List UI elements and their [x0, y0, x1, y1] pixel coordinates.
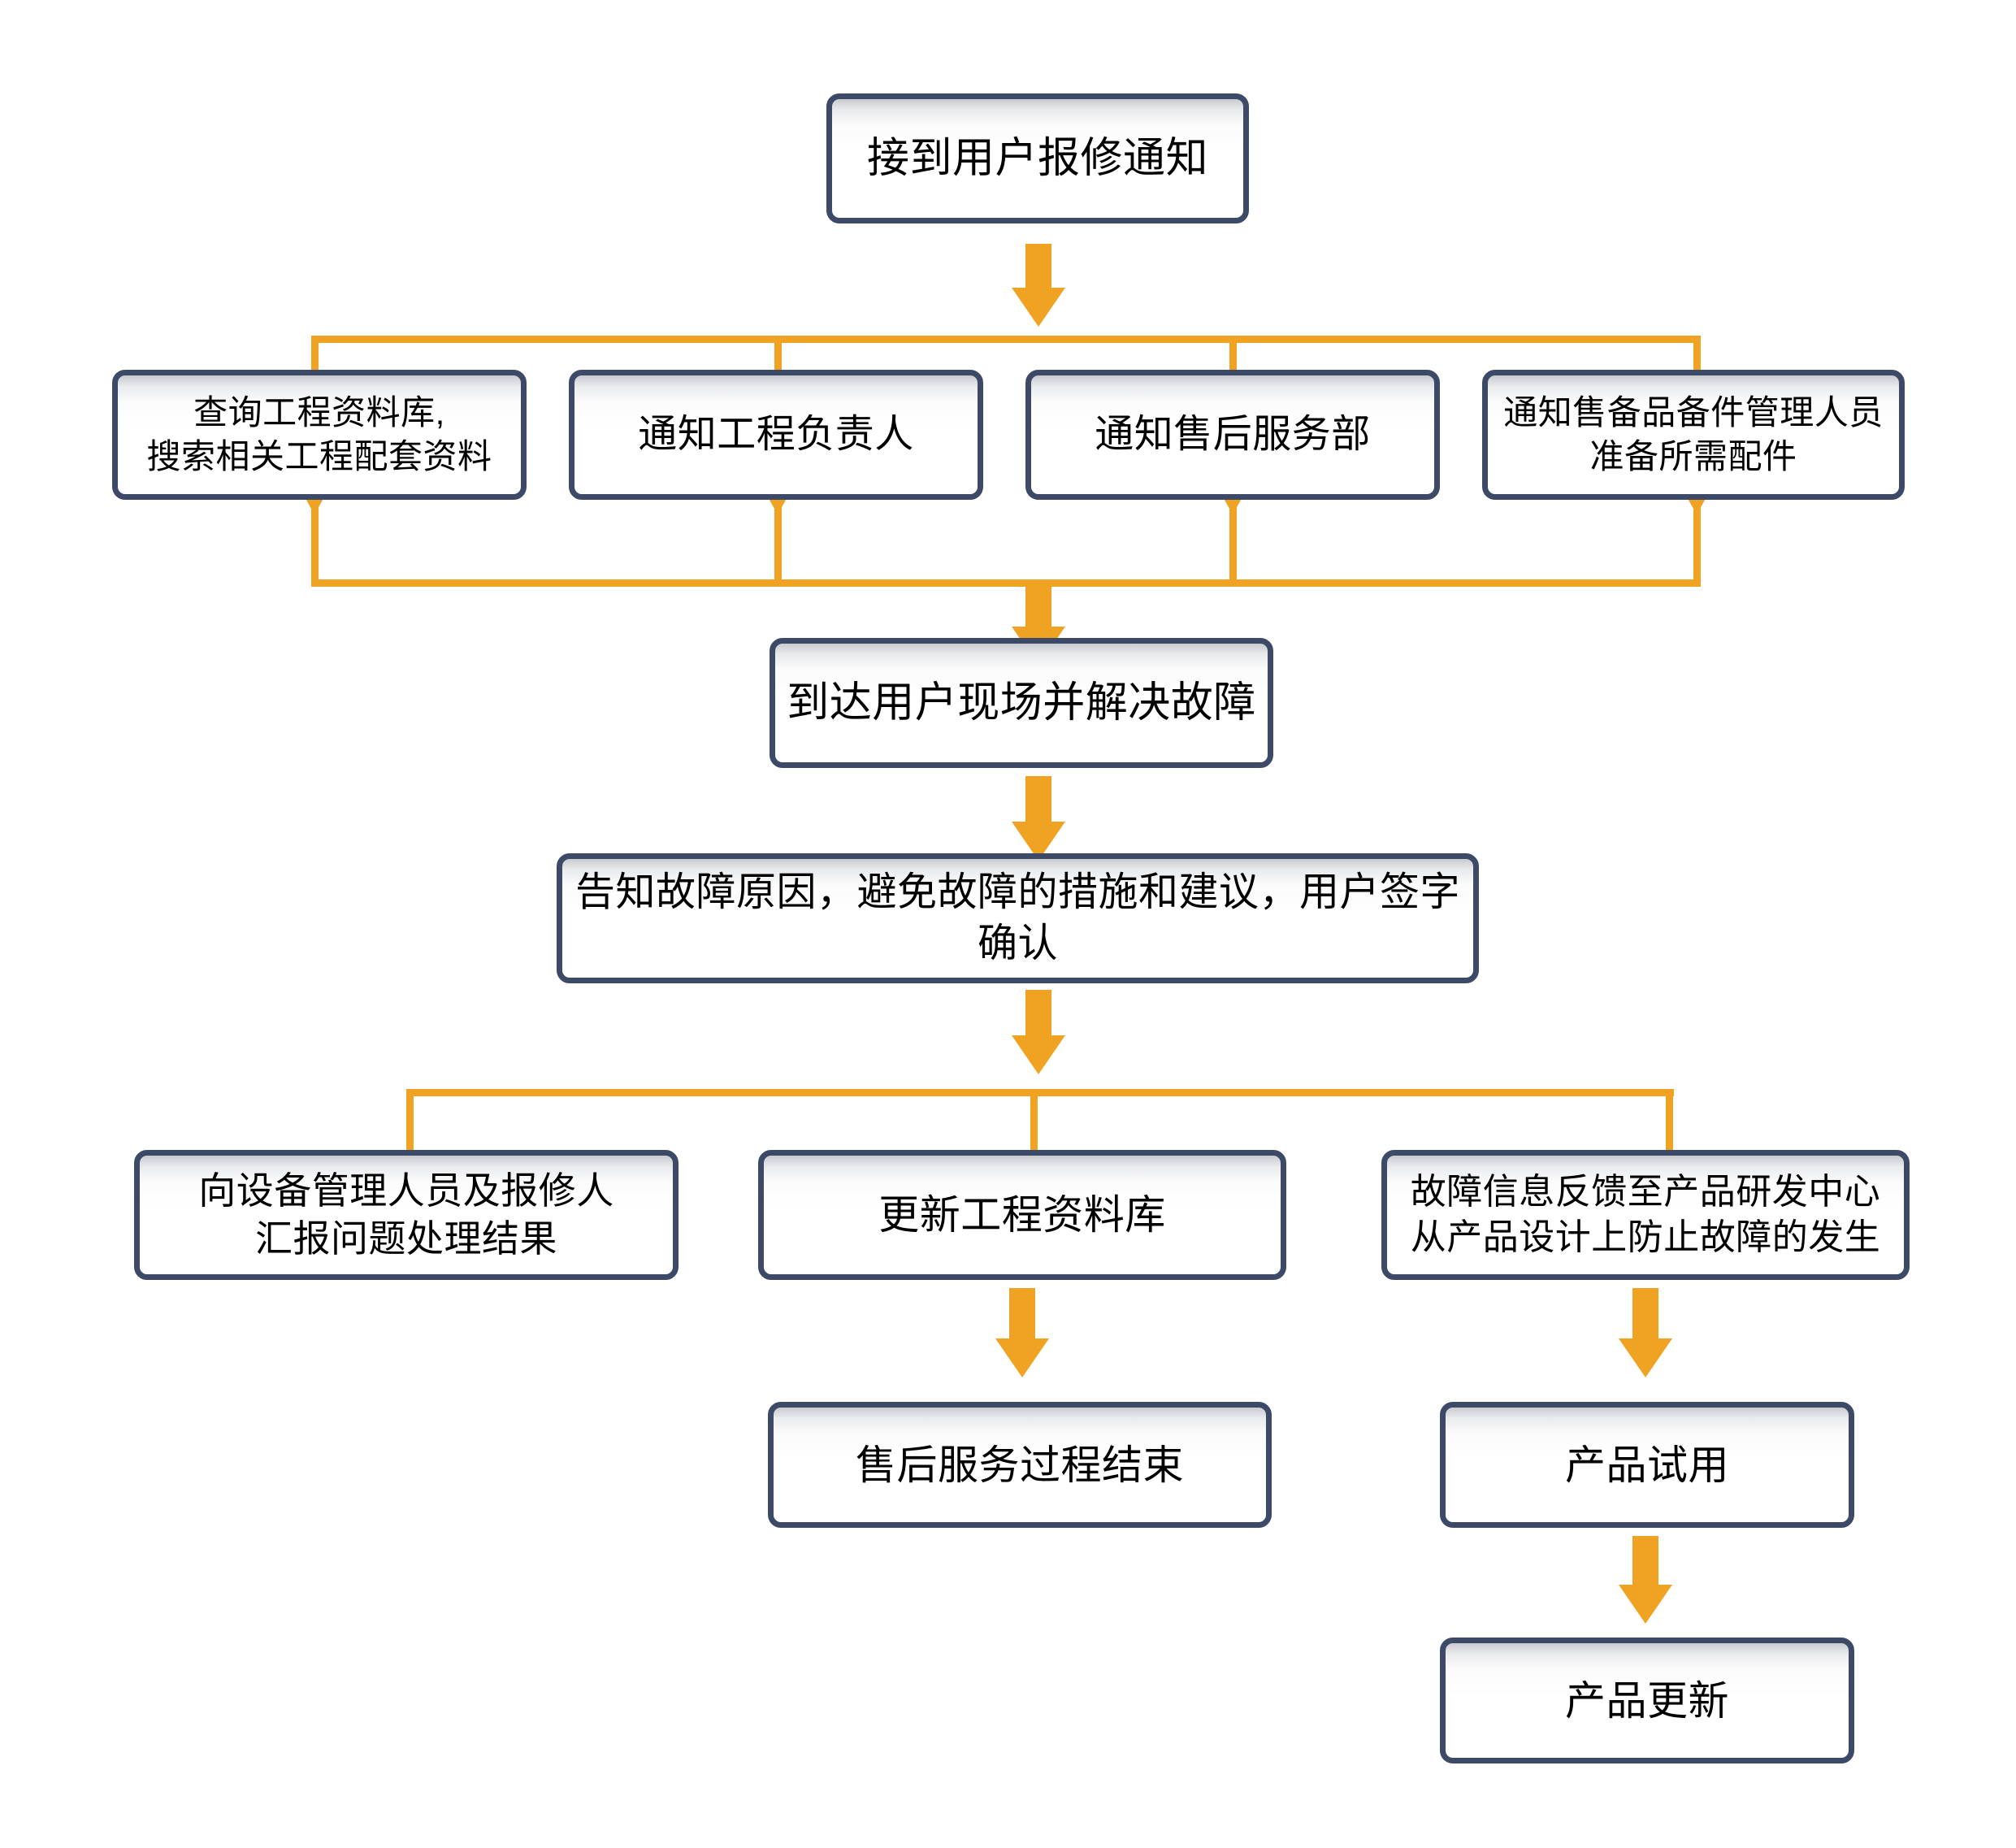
- node-report-to-equipment-manager[interactable]: 向设备管理人员及报修人 汇报问题处理结果: [134, 1150, 679, 1280]
- node-label: 产品试用: [1565, 1442, 1729, 1488]
- merge-bar-row2: [311, 579, 1701, 587]
- arrow-n1-to-split1: [1012, 244, 1065, 327]
- node-label: 到达用户现场并解决故障: [787, 679, 1256, 727]
- node-label: 查询工程资料库, 搜索相关工程配套资料: [146, 393, 492, 475]
- branch-line-5b: [1030, 1089, 1038, 1170]
- node-notify-after-sales-dept[interactable]: 通知售后服务部: [1025, 370, 1440, 500]
- node-label: 通知售备品备件管理人员 准备所需配件: [1503, 393, 1884, 475]
- node-label: 告知故障原因，避免故障的措施和建议，用户签字确认: [574, 870, 1460, 965]
- node-label: 通知售后服务部: [1095, 413, 1371, 457]
- node-label: 产品更新: [1565, 1677, 1729, 1724]
- node-label: 通知工程负责人: [638, 413, 914, 457]
- node-label: 更新工程资料库: [878, 1192, 1166, 1238]
- node-label: 故障信息反馈至产品研发中心 从产品设计上防止故障的发生: [1410, 1171, 1881, 1257]
- arrow-n5c-to-n6c: [1619, 1288, 1672, 1379]
- split-bar-row2: [311, 336, 1701, 343]
- node-query-engineering-database[interactable]: 查询工程资料库, 搜索相关工程配套资料: [112, 370, 527, 500]
- arrow-n4-to-split2: [1012, 990, 1065, 1075]
- arrow-n3-to-n4: [1012, 776, 1065, 861]
- node-after-sales-process-end[interactable]: 售后服务过程结束: [768, 1402, 1272, 1528]
- branch-line-5c: [1666, 1089, 1673, 1170]
- node-label: 售后服务过程结束: [856, 1442, 1184, 1488]
- node-arrive-onsite-resolve-fault[interactable]: 到达用户现场并解决故障: [770, 638, 1273, 768]
- node-product-update[interactable]: 产品更新: [1440, 1638, 1854, 1763]
- merge-line-2a: [311, 500, 319, 585]
- merge-line-2d: [1693, 500, 1701, 585]
- split-bar-row5: [406, 1089, 1674, 1096]
- node-label: 接到用户报修通知: [866, 134, 1208, 182]
- node-feedback-to-rnd-center[interactable]: 故障信息反馈至产品研发中心 从产品设计上防止故障的发生: [1381, 1150, 1910, 1280]
- branch-line-5a: [406, 1089, 414, 1170]
- node-notify-spare-parts-staff[interactable]: 通知售备品备件管理人员 准备所需配件: [1482, 370, 1905, 500]
- node-notify-project-manager[interactable]: 通知工程负责人: [569, 370, 983, 500]
- node-label: 向设备管理人员及报修人 汇报问题处理结果: [198, 1169, 614, 1260]
- node-update-engineering-database[interactable]: 更新工程资料库: [758, 1150, 1286, 1280]
- node-product-trial[interactable]: 产品试用: [1440, 1402, 1854, 1528]
- arrow-n5b-to-n6b: [995, 1288, 1049, 1379]
- arrow-n6c-to-n7c: [1619, 1536, 1672, 1625]
- merge-line-2c: [1229, 500, 1237, 585]
- merge-line-2b: [774, 500, 782, 585]
- node-receive-repair-notice[interactable]: 接到用户报修通知: [826, 93, 1249, 223]
- node-explain-cause-user-signature[interactable]: 告知故障原因，避免故障的措施和建议，用户签字确认: [557, 853, 1479, 983]
